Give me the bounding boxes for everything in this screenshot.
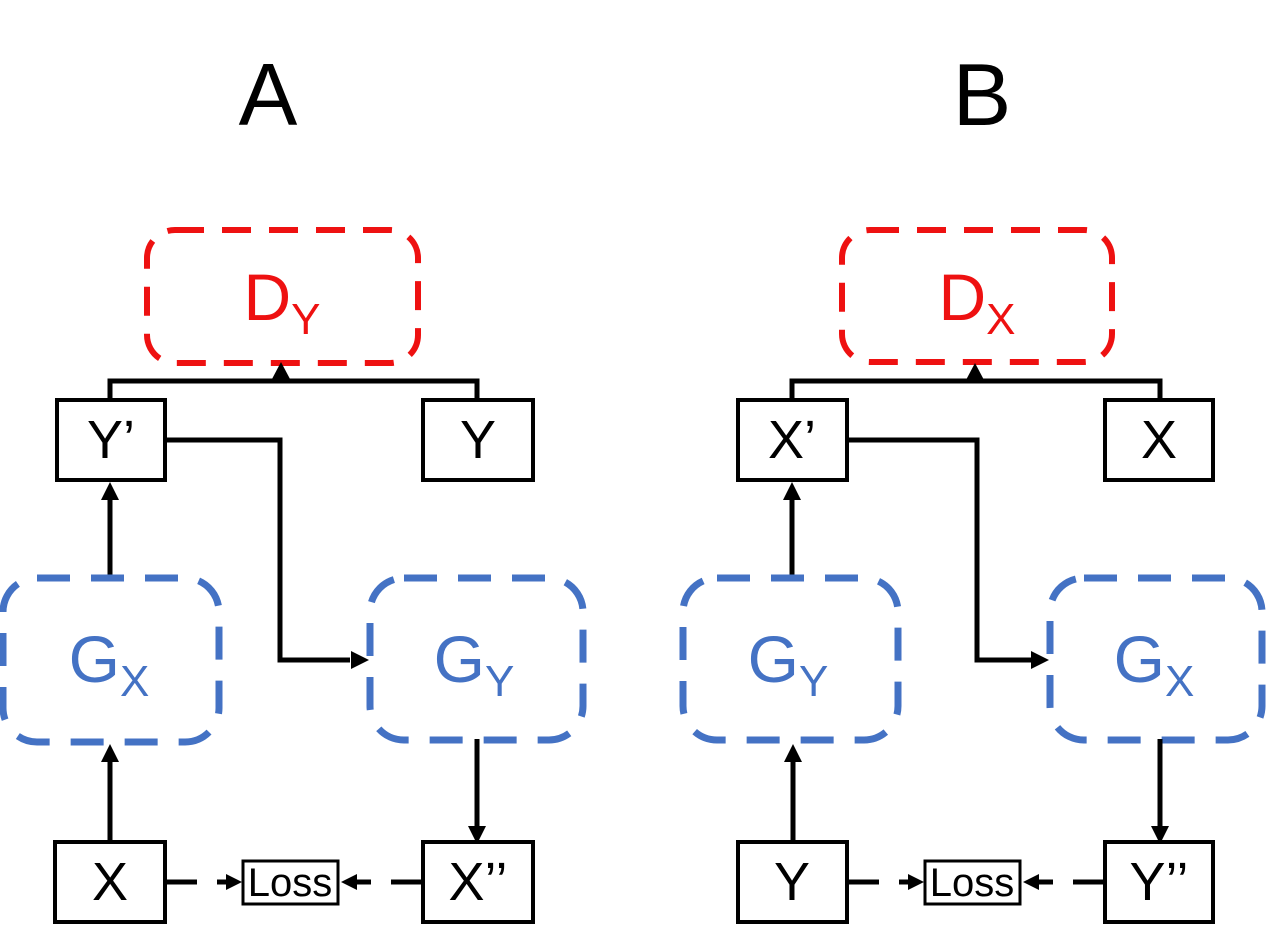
connector-to-dx: [789, 378, 1163, 402]
real-x-label: X: [1141, 410, 1177, 470]
panel-a: A DY Y’ Y GX GY: [0, 45, 587, 924]
real-y-box: [421, 398, 535, 482]
generator-gx2-box: [1046, 574, 1266, 744]
discriminator-dx-sub: X: [986, 295, 1015, 344]
elbow-yprime-to-gy: [165, 437, 350, 663]
discriminator-dy-label: DY: [243, 260, 320, 344]
real-y-label: Y: [460, 410, 496, 470]
generator-gy-box: [366, 574, 587, 744]
discriminator-dy-base: D: [243, 260, 291, 334]
dash-y-to-loss-head: [908, 874, 924, 890]
input-x-box: [53, 840, 167, 924]
arrow-gy-to-xprime-head: [783, 482, 801, 500]
discriminator-dy-sub: Y: [291, 295, 320, 344]
arrowhead-into-dx: [966, 363, 984, 380]
generator-gy2-base: G: [748, 622, 799, 696]
elbow-xprime-to-gx-head: [1031, 651, 1049, 669]
reconstruction-xpp-label: X’’: [448, 852, 507, 912]
dash-x-to-loss-head: [226, 874, 242, 890]
discriminator-dx-base: D: [938, 260, 986, 334]
generator-gx-base: G: [69, 622, 120, 696]
loss-b-box: [923, 859, 1022, 906]
generator-gy2-box: [679, 574, 902, 744]
generator-gy2-label: GY: [748, 622, 829, 706]
dash-ypp-to-loss-head: [1023, 874, 1039, 890]
reconstruction-ypp-box: [1103, 840, 1215, 924]
discriminator-dx-label: DX: [938, 260, 1015, 344]
fake-x-label: X’: [768, 410, 816, 470]
generator-gy-base: G: [434, 622, 485, 696]
panel-a-title: A: [239, 45, 298, 144]
arrow-gy-to-xpp-head: [468, 826, 486, 844]
elbow-xprime-to-gx: [847, 437, 1031, 663]
input-x-label: X: [92, 852, 128, 912]
generator-gx2-base: G: [1114, 622, 1165, 696]
fake-y-label: Y’: [87, 410, 135, 470]
arrow-x-to-gx-head: [101, 744, 119, 762]
generator-gx-box: [0, 574, 223, 746]
reconstruction-xpp-box: [421, 840, 535, 924]
generator-gy2-sub: Y: [799, 657, 828, 706]
loss-a-label: Loss: [248, 861, 333, 905]
arrow-gx-to-ypp-head: [1151, 826, 1169, 844]
arrow-y-to-gy-head: [784, 744, 802, 762]
input-y-label: Y: [774, 852, 810, 912]
real-x-box: [1103, 398, 1215, 482]
connector-to-dy: [107, 378, 480, 402]
arrowhead-into-dy: [272, 362, 290, 379]
generator-gx-sub: X: [120, 657, 149, 706]
input-y-box: [736, 840, 849, 924]
loss-b-label: Loss: [930, 861, 1015, 905]
generator-gy-label: GY: [434, 622, 515, 706]
generator-gx-label: GX: [69, 622, 150, 706]
generator-gy-sub: Y: [485, 657, 514, 706]
discriminator-dy-box: [144, 227, 421, 366]
discriminator-dx-box: [839, 227, 1115, 365]
arrow-gx-to-yprime-head: [101, 482, 119, 500]
panel-b-title: B: [953, 45, 1012, 144]
dash-xpp-to-loss-head: [341, 874, 357, 890]
generator-gx2-sub: X: [1165, 657, 1194, 706]
elbow-yprime-to-gy-head: [351, 651, 369, 669]
fake-y-box: [55, 398, 167, 482]
loss-a-box: [241, 859, 340, 906]
generator-gx2-label: GX: [1114, 622, 1195, 706]
panel-b: B DX X’ X GY GX: [679, 45, 1266, 924]
reconstruction-ypp-label: Y’’: [1129, 852, 1188, 912]
